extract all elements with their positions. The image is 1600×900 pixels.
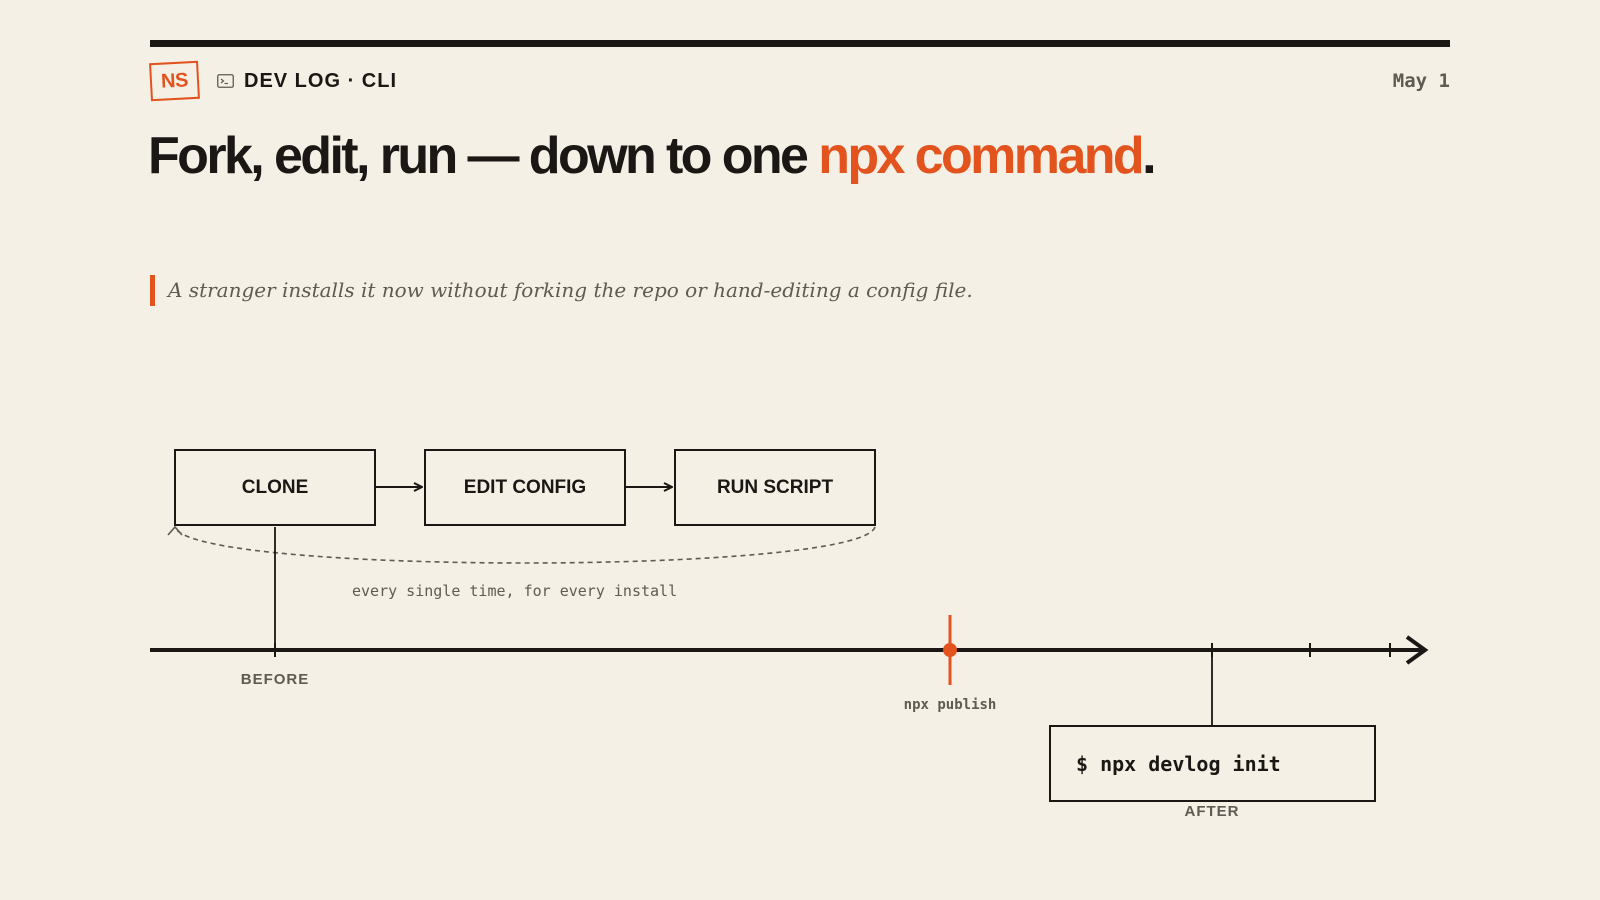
headline-accent: npx command [818, 127, 1145, 185]
headline-period: . [1142, 127, 1156, 185]
post-date: May 1 [1392, 70, 1450, 92]
terminal-icon [217, 74, 234, 88]
timeline-arrowhead [1405, 635, 1429, 665]
headline: Fork, edit, run — down to one npx comman… [148, 126, 1157, 186]
after-command-box: $ npx devlog init [1049, 725, 1376, 802]
loop-arrow [174, 526, 876, 564]
publish-marker-dot [943, 643, 957, 657]
step-run-script: RUN SCRIPT [674, 449, 876, 526]
loop-note: every single time, for every install [352, 582, 678, 600]
after-command: $ npx devlog init [1076, 751, 1281, 776]
after-label: AFTER [1184, 803, 1240, 820]
loop-arrowhead [167, 525, 183, 536]
step-edit-config: EDIT CONFIG [424, 449, 626, 526]
publish-label: npx publish [903, 697, 997, 713]
subtitle-quote: A stranger installs it now without forki… [150, 275, 973, 306]
step-clone: CLONE [174, 449, 376, 526]
before-label: BEFORE [240, 671, 310, 688]
section-label: DEV LOG · CLI [244, 70, 397, 92]
headline-text: Fork, edit, run — down to one [148, 127, 819, 185]
header-rule [150, 40, 1450, 47]
